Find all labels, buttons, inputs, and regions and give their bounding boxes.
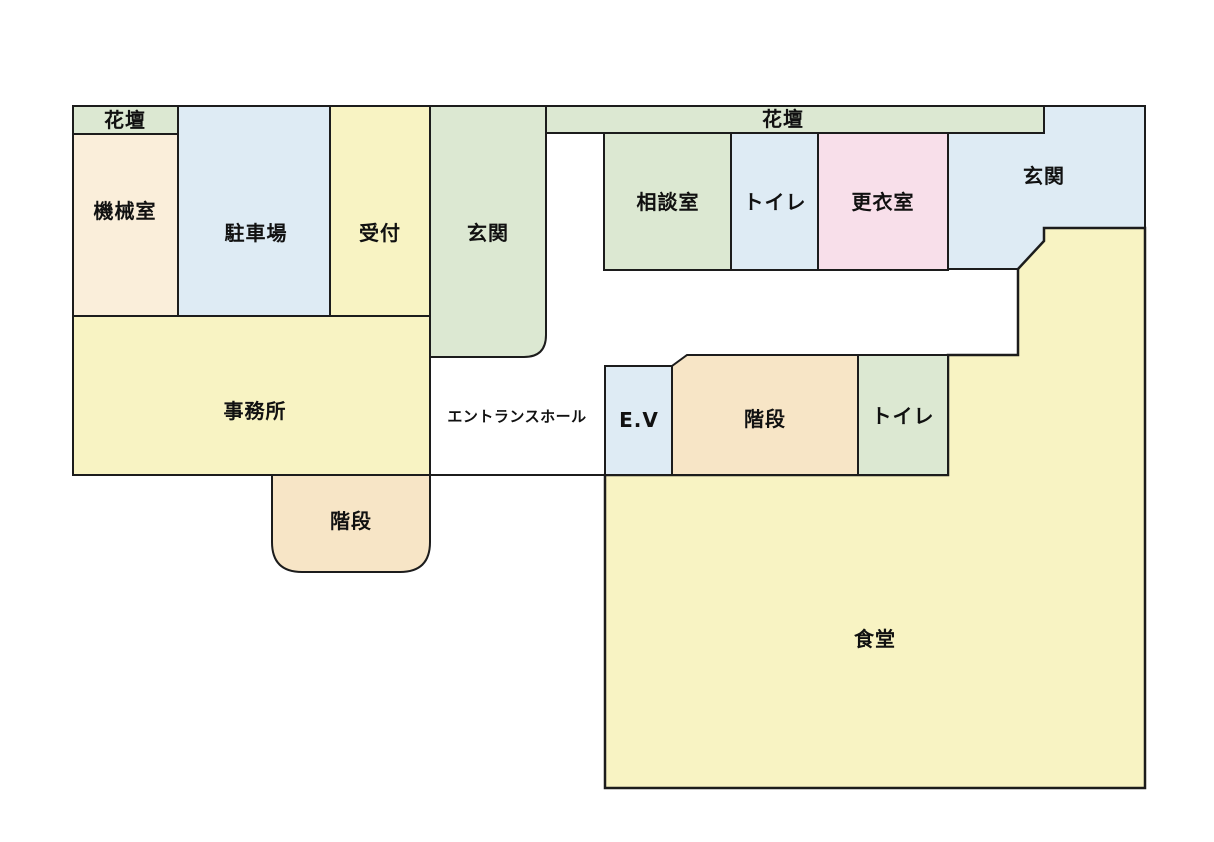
room-label-consultation: 相談室 — [636, 190, 700, 214]
room-shape-stairs-center — [671, 354, 859, 476]
room-shape-parking — [177, 105, 331, 317]
room-shape-consultation — [603, 132, 732, 271]
room-label-dining-hall: 食堂 — [854, 627, 896, 651]
room-shape-reception — [329, 105, 431, 317]
room-label-toilet-center: トイレ — [871, 404, 935, 428]
room-shape-toilet-center — [857, 354, 949, 476]
room-shape-machine-room — [72, 133, 179, 317]
room-shape-dining-hall — [603, 226, 1147, 790]
room-shape-stairs-lower — [271, 474, 431, 573]
room-label-entrance-right: 玄関 — [1023, 164, 1065, 188]
room-label-stairs-center: 階段 — [744, 407, 786, 431]
room-label-office: 事務所 — [223, 399, 287, 423]
room-label-entrance-hall: エントランスホール — [447, 407, 587, 426]
room-label-toilet-upper: トイレ — [743, 190, 807, 214]
room-shape-toilet-upper — [730, 132, 819, 271]
room-label-flowerbed-top: 花壇 — [762, 107, 804, 131]
room-label-flowerbed-left: 花壇 — [104, 108, 146, 132]
room-label-machine-room: 機械室 — [93, 199, 157, 223]
room-shape-office — [72, 315, 431, 476]
room-label-reception: 受付 — [359, 221, 401, 245]
room-label-stairs-lower: 階段 — [330, 509, 372, 533]
room-label-parking: 駐車場 — [224, 221, 288, 245]
room-label-elevator: E.V — [619, 408, 659, 432]
room-label-entrance-left: 玄関 — [467, 221, 509, 245]
room-shape-entrance-left — [429, 105, 547, 358]
room-shape-changing-room — [817, 132, 949, 271]
room-label-changing-room: 更衣室 — [851, 190, 915, 214]
